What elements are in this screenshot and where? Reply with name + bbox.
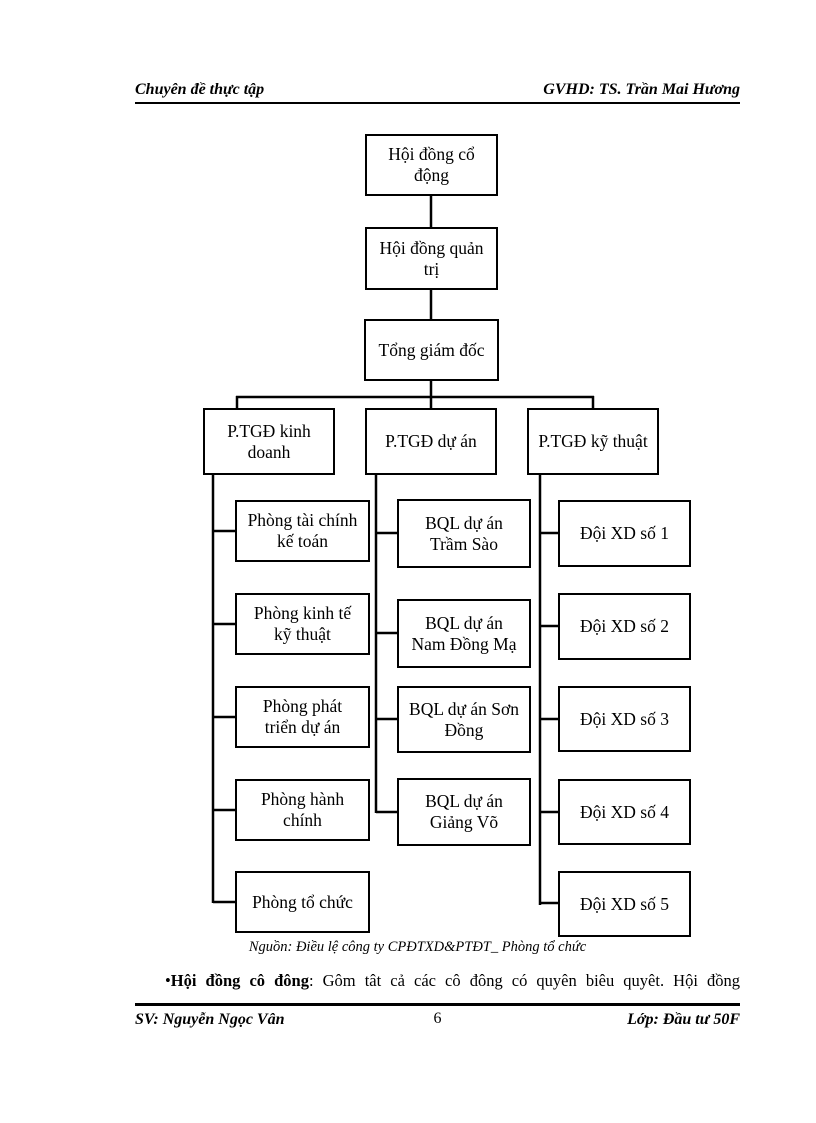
org-node-phong-phat-trien-du-an: Phòng phát triển dự án [235, 686, 370, 748]
page-footer: SV: Nguyễn Ngọc Vân 6 Lớp: Đầu tư 50F [135, 1003, 740, 1029]
org-node-doi-xd-so-2: Đội XD số 2 [558, 593, 691, 660]
figure-caption: Nguồn: Điều lệ công ty CPĐTXD&PTĐT_ Phòn… [248, 939, 587, 955]
org-node-doi-xd-so-4: Đội XD số 4 [558, 779, 691, 845]
org-node-hoi-dong-quan-tri: Hội đồng quản trị [365, 227, 498, 290]
header-supervisor: GVHD: TS. Trần Mai Hương [543, 81, 740, 98]
page-number: 6 [433, 1010, 442, 1027]
bullet-text: : Gôm tât cả các cô đông có quyên biêu q… [308, 971, 740, 990]
org-node-bql-son-dong: BQL dự án Sơn Đồng [397, 686, 531, 753]
org-node-doi-xd-so-3: Đội XD số 3 [558, 686, 691, 752]
org-node-hoi-dong-co-dong: Hội đồng cổ động [365, 134, 498, 196]
bullet-term: Hội đồng cô đông [170, 971, 309, 990]
org-node-bql-giang-vo: BQL dự án Giảng Võ [397, 778, 531, 846]
org-node-phong-tai-chinh-ke-toan: Phòng tài chính kế toán [235, 500, 370, 562]
org-node-bql-tram-sao: BQL dự án Trầm Sào [397, 499, 531, 568]
body-paragraph: •Hội đồng cô đông: Gôm tât cả các cô đôn… [165, 969, 740, 993]
org-node-tong-giam-doc: Tổng giám đốc [364, 319, 499, 381]
org-node-ptgd-ky-thuat: P.TGĐ kỹ thuật [527, 408, 659, 475]
footer-student-name: SV: Nguyễn Ngọc Vân [135, 1011, 285, 1028]
org-node-doi-xd-so-1: Đội XD số 1 [558, 500, 691, 567]
org-node-bql-nam-dong-ma: BQL dự án Nam Đồng Mạ [397, 599, 531, 668]
header-course-title: Chuyên đề thực tập [135, 81, 265, 98]
org-node-phong-to-chuc: Phòng tổ chức [235, 871, 370, 933]
org-node-phong-kinh-te-ky-thuat: Phòng kinh tế kỹ thuật [235, 593, 370, 655]
org-node-phong-hanh-chinh: Phòng hành chính [235, 779, 370, 841]
org-node-doi-xd-so-5: Đội XD số 5 [558, 871, 691, 937]
bullet-marker: • [165, 971, 171, 990]
page-header: Chuyên đề thực tập GVHD: TS. Trần Mai Hư… [135, 81, 740, 104]
footer-class-name: Lớp: Đầu tư 50F [627, 1011, 740, 1028]
org-node-ptgd-du-an: P.TGĐ dự án [365, 408, 497, 475]
org-node-ptgd-kinh-doanh: P.TGĐ kinh doanh [203, 408, 335, 475]
